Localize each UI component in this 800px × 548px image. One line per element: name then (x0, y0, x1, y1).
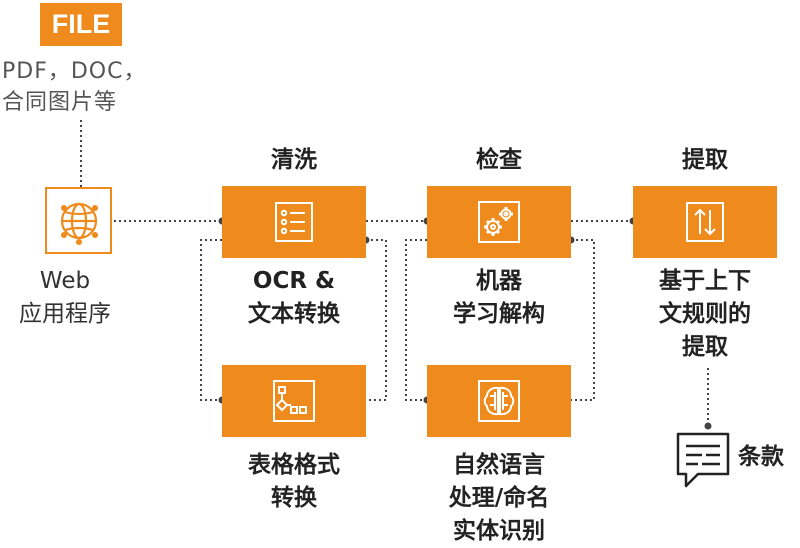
brain-circuit-icon (478, 380, 520, 422)
clause-label: 条款 (738, 444, 784, 470)
ocr-label-line2: 文本转换 (248, 301, 340, 327)
web-app-label-line2: 应用程序 (19, 301, 111, 327)
stage-title-extract: 提取 (682, 147, 728, 173)
connector-table-join (366, 239, 387, 401)
nlp-box (427, 365, 571, 437)
file-description-line1: PDF，DOC， (2, 59, 147, 84)
connector-nlp-join (571, 239, 595, 401)
ocr-label-line1: OCR & (252, 268, 336, 294)
web-app-label: Web 应用程序 (10, 265, 120, 331)
file-badge: FILE (40, 3, 122, 46)
nlp-label-line1: 自然语言 (453, 452, 545, 478)
ml-label-line2: 学习解构 (453, 301, 545, 327)
web-app-label-line1: Web (39, 268, 91, 294)
table-convert-box (222, 365, 366, 437)
extract-label-line2: 文规则的 (659, 301, 751, 327)
extract-label-line3: 提取 (682, 334, 728, 360)
file-description-line2: 合同图片等 (2, 90, 118, 115)
connector-ocr-to-table (200, 239, 222, 401)
ml-label: 机器 学习解构 (412, 265, 586, 331)
nlp-label-line3: 实体识别 (453, 518, 545, 544)
ocr-label: OCR & 文本转换 (207, 265, 381, 331)
nlp-label: 自然语言 处理/命名 实体识别 (412, 449, 586, 548)
extract-label: 基于上下 文规则的 提取 (618, 265, 792, 364)
web-app-box (45, 187, 112, 254)
ml-label-line1: 机器 (476, 268, 522, 294)
gears-icon (478, 201, 520, 243)
table-convert-label: 表格格式 转换 (207, 449, 381, 515)
swap-arrows-icon (686, 202, 724, 242)
extract-box (633, 186, 777, 258)
stage-title-check: 检查 (476, 147, 522, 173)
table-convert-label-line1: 表格格式 (248, 452, 340, 478)
nlp-label-line2: 处理/命名 (448, 485, 550, 511)
extract-label-line1: 基于上下 (659, 268, 751, 294)
connector-ml-to-nlp (405, 239, 427, 401)
globe-network-icon (60, 202, 98, 245)
file-description: PDF，DOC， 合同图片等 (2, 56, 202, 118)
table-convert-label-line2: 转换 (271, 485, 317, 511)
table-flow-icon (273, 380, 315, 422)
list-document-icon (275, 202, 313, 242)
stage-title-clean: 清洗 (271, 147, 317, 173)
ml-box (427, 186, 571, 258)
document-chat-icon (676, 432, 730, 488)
ocr-box (222, 186, 366, 258)
